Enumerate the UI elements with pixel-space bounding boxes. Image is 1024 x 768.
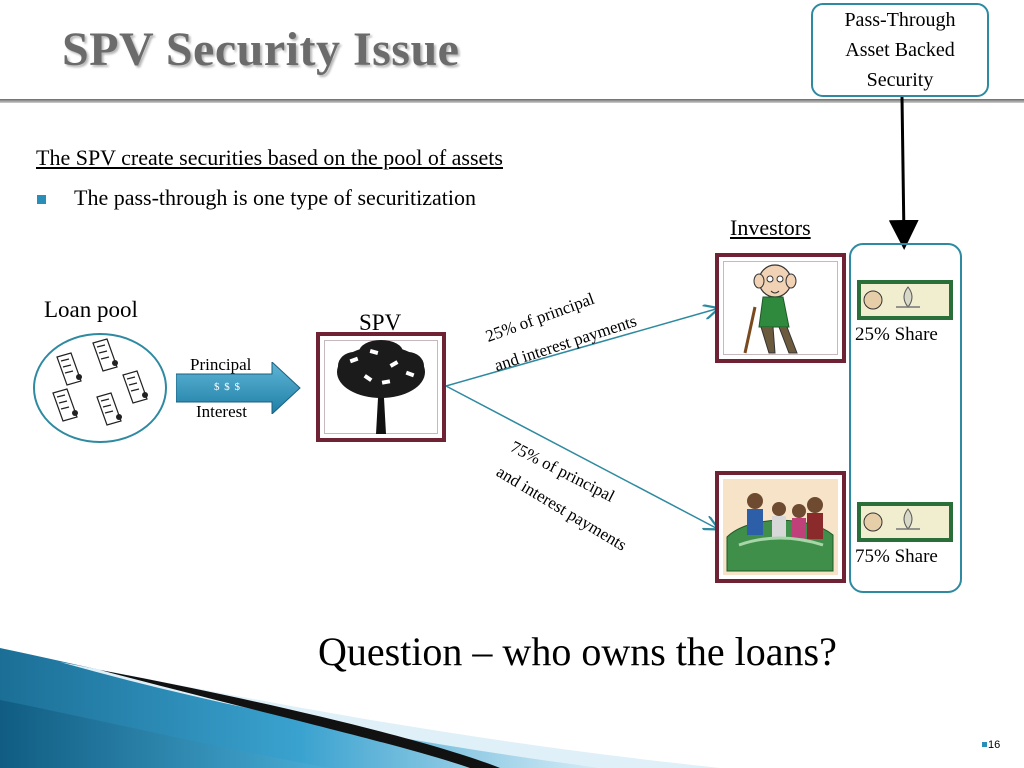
investor-2-picture-frame: [715, 471, 846, 583]
bullet-text: The pass-through is one type of securiti…: [74, 185, 477, 210]
callout-line-3: Security: [866, 69, 934, 91]
title-divider: [0, 99, 1024, 103]
pass-through-callout: Pass-Through Asset Backed Security: [811, 3, 989, 97]
investor-1-picture-frame: [715, 253, 846, 363]
investors-label: Investors: [730, 215, 811, 240]
loan-pool-ellipse: [33, 333, 167, 443]
shares-box: [849, 243, 962, 593]
page-number-marker-icon: [982, 742, 987, 747]
loan-pool-label: Loan pool: [44, 297, 138, 322]
old-man-investor-icon: [743, 264, 798, 354]
arrow-interest-label: Interest: [196, 402, 247, 421]
bullet-square-icon: [37, 195, 46, 204]
money-tree-icon: [337, 340, 425, 434]
flow-line-top: [445, 309, 716, 387]
share-certificate-icon: [857, 280, 953, 320]
slide-title: SPV Security Issue: [62, 23, 460, 76]
arrow-dollars-label: $ $ $: [214, 381, 241, 393]
page-number: 16: [988, 739, 1001, 751]
background-swoosh: [0, 648, 720, 768]
loan-documents-icon: [52, 338, 148, 426]
callout-pointer-line: [888, 96, 919, 250]
share-certificate-icon: [857, 502, 953, 542]
principal-interest-arrow: [176, 362, 301, 414]
arrow-principal-label: Principal: [190, 355, 252, 374]
flow-line-bottom: [445, 385, 716, 528]
family-investor-icon: [723, 479, 838, 575]
share-1-label: 25% Share: [855, 324, 938, 345]
callout-line-2: Asset Backed: [845, 39, 955, 61]
question-text: Question – who owns the loans?: [318, 629, 837, 674]
spv-label: SPV: [359, 310, 402, 335]
callout-line-1: Pass-Through: [844, 9, 956, 31]
spv-picture-frame: [316, 332, 446, 442]
share-2-label: 75% Share: [855, 546, 938, 567]
slide-subtitle: The SPV create securities based on the p…: [36, 145, 503, 170]
